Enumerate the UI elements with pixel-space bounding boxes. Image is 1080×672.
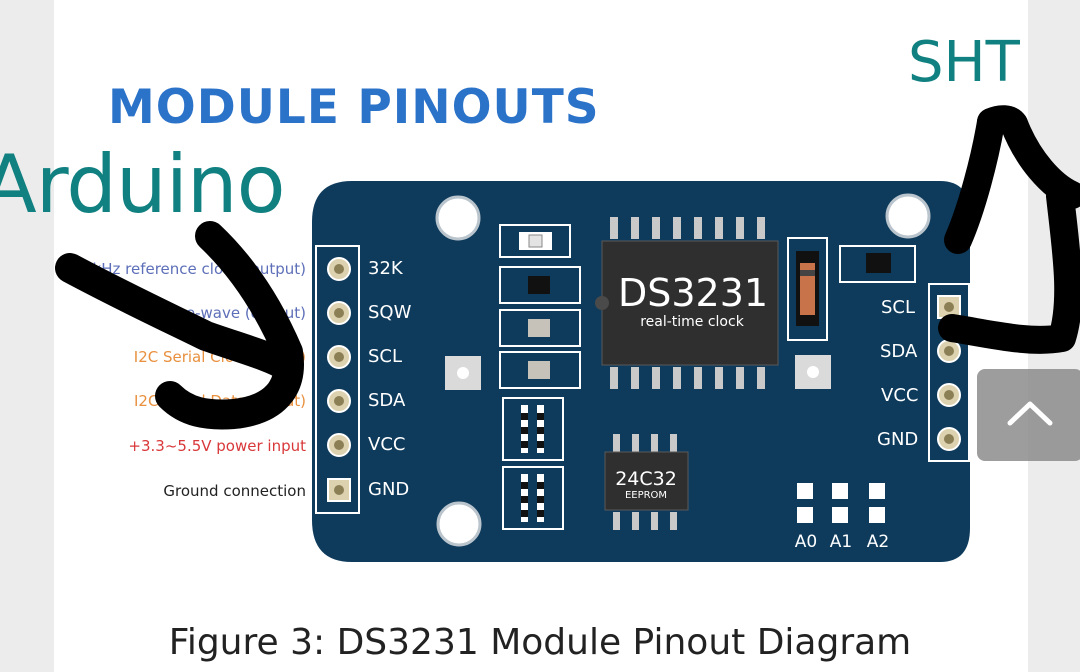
scroll-to-top-button[interactable]	[977, 369, 1080, 461]
handwritten-arduino-label: Arduino	[0, 138, 286, 231]
address-pads	[797, 483, 885, 523]
right-pin-label-sda: SDA	[880, 341, 918, 362]
ds3231-chip	[610, 217, 765, 389]
chevron-up-icon	[1007, 401, 1053, 426]
chip-lead	[670, 512, 677, 530]
left-header-pins	[327, 257, 351, 502]
chip-lead	[613, 434, 620, 452]
left-pin-label-sda: SDA	[368, 390, 406, 411]
mounting-hole	[885, 193, 931, 239]
chip-lead	[631, 217, 639, 239]
address-pad-a2: A2	[867, 532, 889, 552]
chip-lead	[632, 512, 639, 530]
ds3231-chip-subtitle: real-time clock	[640, 314, 745, 330]
left-marker-arrow	[55, 221, 304, 430]
chip-lead	[736, 367, 744, 389]
left-pin-label-gnd: GND	[368, 479, 410, 500]
chip-lead	[652, 367, 660, 389]
right-header-outline	[928, 283, 970, 462]
eeprom-chip-name: 24C32	[615, 468, 677, 490]
mounting-hole	[436, 501, 482, 547]
address-pad-a0: A0	[795, 532, 817, 552]
eeprom-chip-subtitle: EEPROM	[625, 490, 667, 501]
left-pin-label-vcc: VCC	[368, 434, 406, 455]
chip-lead	[736, 217, 744, 239]
chip-lead	[757, 367, 765, 389]
section-heading: MODULE PINOUTS	[108, 80, 600, 135]
chip-lead	[651, 512, 658, 530]
handwritten-sht-label: SHT	[908, 30, 1020, 95]
small-smd-component	[839, 245, 916, 283]
chip-lead	[613, 512, 620, 530]
smd-components	[499, 266, 581, 530]
chip-lead	[694, 217, 702, 239]
pin-description-vcc: +3.3~5.5V power input	[128, 437, 306, 455]
figure-caption: Figure 3: DS3231 Module Pinout Diagram	[168, 622, 912, 663]
chip-lead	[673, 367, 681, 389]
chip-lead	[632, 434, 639, 452]
right-marker-arrow	[938, 105, 1080, 354]
diode-component	[787, 237, 828, 341]
chip-lead	[610, 217, 618, 239]
square-pads	[445, 355, 831, 390]
chip-lead	[673, 217, 681, 239]
led-component	[499, 224, 571, 258]
ds3231-chip-body	[601, 240, 779, 366]
address-pad-a1: A1	[830, 532, 852, 552]
right-pin-label-vcc: VCC	[881, 385, 919, 406]
chip-lead	[631, 367, 639, 389]
mounting-hole	[435, 195, 481, 241]
right-pin-label-scl: SCL	[881, 297, 916, 318]
eeprom-chip-body	[604, 451, 689, 511]
chip-lead	[694, 367, 702, 389]
chip-lead	[715, 217, 723, 239]
left-header-outline	[315, 245, 360, 514]
chip-lead	[610, 367, 618, 389]
chip-lead	[670, 434, 677, 452]
chip-lead	[652, 217, 660, 239]
pin-description-gnd: Ground connection	[163, 482, 306, 500]
ds3231-chip-name: DS3231	[618, 271, 768, 315]
chip-lead	[651, 434, 658, 452]
eeprom-chip	[613, 434, 677, 530]
mounting-holes	[435, 193, 931, 547]
left-pin-label-32k: 32K	[368, 258, 403, 279]
right-header-pins	[937, 295, 961, 451]
chip-lead	[715, 367, 723, 389]
left-pin-label-sqw: SQW	[368, 302, 412, 323]
chip-lead	[757, 217, 765, 239]
right-pin-label-gnd: GND	[877, 429, 919, 450]
left-pin-label-scl: SCL	[368, 346, 403, 367]
